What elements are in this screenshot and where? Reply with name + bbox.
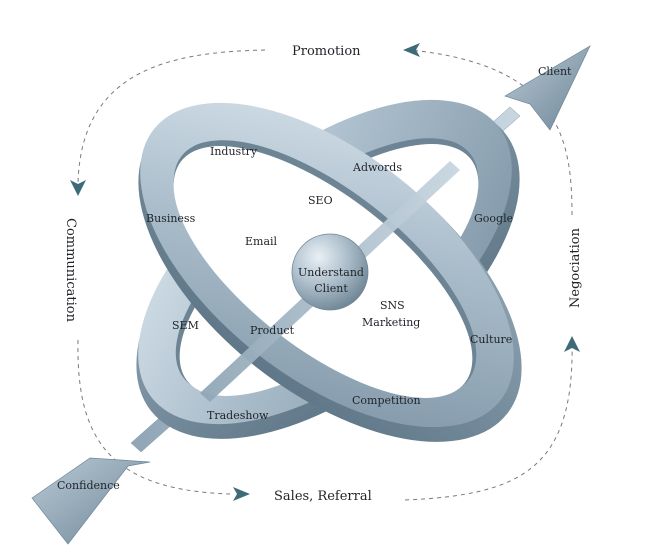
client-arrowhead (504, 45, 591, 131)
label-culture: Culture (470, 333, 512, 346)
dashed-cycle (77, 49, 573, 501)
label-sales-referral: Sales, Referral (274, 489, 372, 504)
arrowhead-left-down (70, 180, 86, 196)
label-industry: Industry (210, 145, 258, 158)
label-product: Product (250, 324, 295, 337)
label-google: Google (474, 212, 513, 225)
dashed-path-right (409, 49, 573, 216)
label-promotion: Promotion (292, 44, 361, 59)
center-label-line2: Client (314, 282, 348, 295)
arrowhead-top-left (403, 43, 420, 57)
label-tradeshow: Tradeshow (207, 409, 269, 422)
label-business: Business (146, 212, 196, 225)
label-communication: Communication (63, 218, 78, 323)
label-confidence: Confidence (57, 479, 120, 492)
center-sphere (291, 233, 369, 311)
label-seo: SEO (308, 194, 333, 207)
confidence-fletching (31, 457, 151, 545)
label-adwords: Adwords (352, 161, 402, 174)
center-label-line1: Understand (298, 266, 364, 279)
arrowhead-bottom-right (233, 487, 250, 501)
arrowhead-right-up (564, 336, 580, 352)
label-marketing: Marketing (362, 316, 420, 329)
label-competition: Competition (352, 394, 421, 407)
label-client: Client (538, 65, 572, 78)
label-sem: SEM (172, 319, 199, 332)
label-email: Email (245, 235, 278, 248)
dashed-path-bottom-right (404, 339, 573, 501)
label-negociation: Negociation (568, 227, 583, 308)
dashed-path-left (77, 339, 231, 495)
label-sns: SNS (380, 299, 405, 312)
